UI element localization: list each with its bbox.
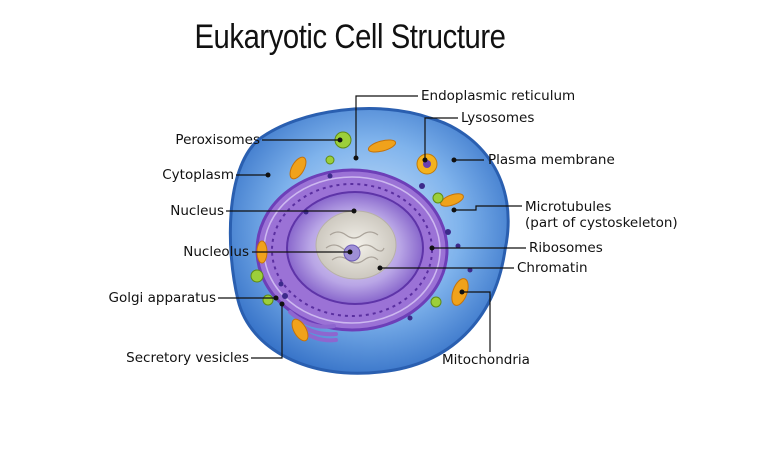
ribosome-dots	[278, 173, 473, 321]
label-mitochondria: Mitochondria	[442, 352, 530, 368]
label-cytoplasm: Cytoplasm	[162, 167, 234, 183]
label-plasma-membrane: Plasma membrane	[488, 152, 615, 168]
chromatin-shape	[315, 210, 397, 280]
label-nucleus: Nucleus	[170, 203, 224, 219]
label-nucleolus: Nucleolus	[183, 244, 249, 260]
label-peroxisomes: Peroxisomes	[175, 132, 260, 148]
label-microtubules: Microtubules	[525, 199, 612, 215]
label-microtubules-note: (part of cystoskeleton)	[525, 215, 678, 231]
label-chromatin: Chromatin	[517, 260, 588, 276]
diagram-title: Eukaryotic Cell Structure	[194, 18, 506, 56]
peroxisome-shapes	[250, 131, 444, 308]
label-ribosomes: Ribosomes	[529, 240, 603, 256]
label-lysosomes: Lysosomes	[461, 110, 535, 126]
label-golgi-apparatus: Golgi apparatus	[108, 290, 216, 306]
label-secretory-vesicles: Secretory vesicles	[126, 350, 249, 366]
label-endoplasmic-reticulum: Endoplasmic reticulum	[421, 88, 576, 104]
